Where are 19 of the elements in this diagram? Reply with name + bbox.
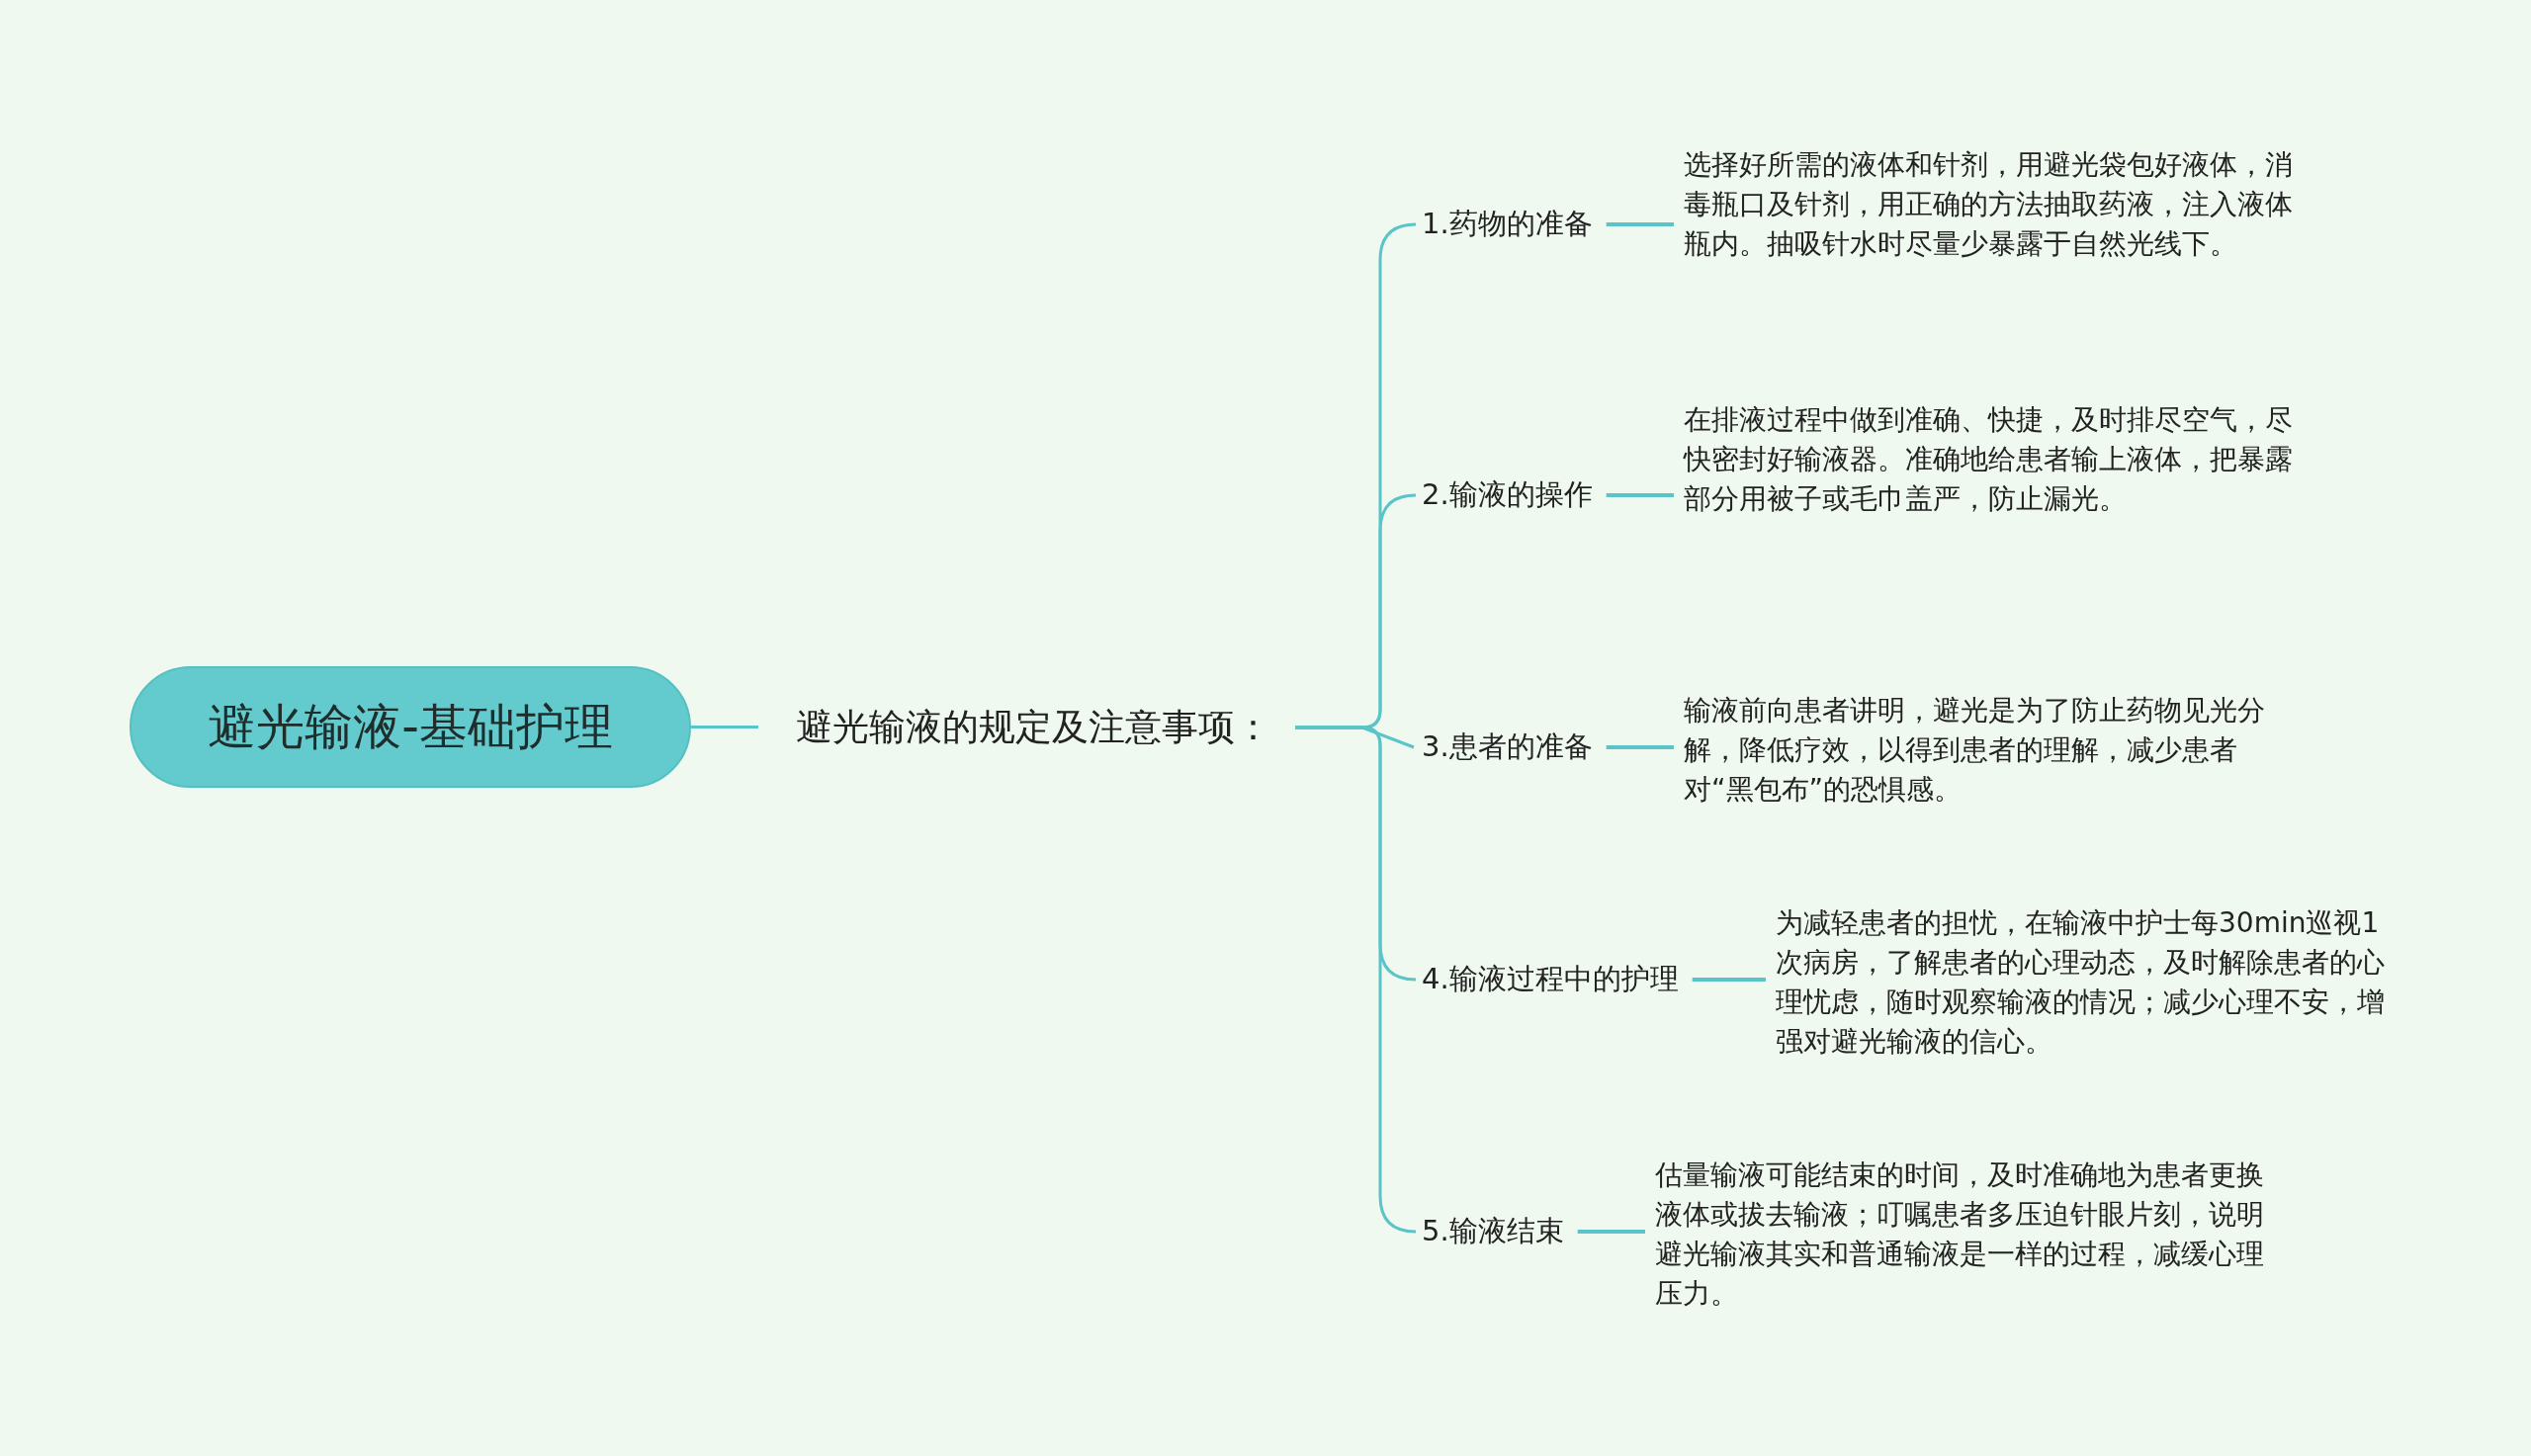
detail-text: 估量输液可能结束的时间，及时准确地为患者更换液体或拔去输液；叮嘱患者多压迫针眼片刻，说明避光输液其实和普通输液是一样的过程，减缓心理压力。 (1655, 1156, 2278, 1314)
detail-text: 输液前向患者讲明，避光是为了防止药物见光分解，降低疗效，以得到患者的理解，减少患者对“黑包布”的恐惧感。 (1684, 691, 2307, 810)
branch-label: 1.药物的准备 (1422, 205, 1593, 244)
central-topic-box: 避光输液-基础护理 (130, 666, 691, 788)
connector-line (1606, 493, 1674, 497)
branch-label: 2.输液的操作 (1422, 475, 1593, 515)
branch-label: 5.输液结束 (1422, 1212, 1564, 1251)
connector-line (1606, 745, 1674, 749)
detail-text: 为减轻患者的担忧，在输液中护士每30min巡视1次病房，了解患者的心理动态，及时解除患者的心理忧虑，随时观察输液的情况；减少心理不安，增强对避光输液的信心。 (1776, 903, 2399, 1062)
connector-line (1295, 726, 1417, 1234)
connector-line (1692, 978, 1766, 982)
connector-line (691, 726, 758, 728)
branch-label: 3.患者的准备 (1422, 728, 1593, 767)
detail-text: 在排液过程中做到准确、快捷，及时排尽空气，尽快密封好输液器。准确地给患者输上液体，把暴露部分用被子或毛巾盖严，防止漏光。 (1684, 400, 2307, 519)
detail-text: 选择好所需的液体和针剂，用避光袋包好液体，消毒瓶口及针剂，用正确的方法抽取药液，注入液体瓶内。抽吸针水时尽量少暴露于自然光线下。 (1684, 145, 2307, 264)
connector-line (1577, 1230, 1645, 1234)
connector-line (1606, 222, 1674, 226)
subtopic-text: 避光输液的规定及注意事项： (796, 703, 1271, 752)
branch-label: 4.输液过程中的护理 (1422, 960, 1679, 999)
